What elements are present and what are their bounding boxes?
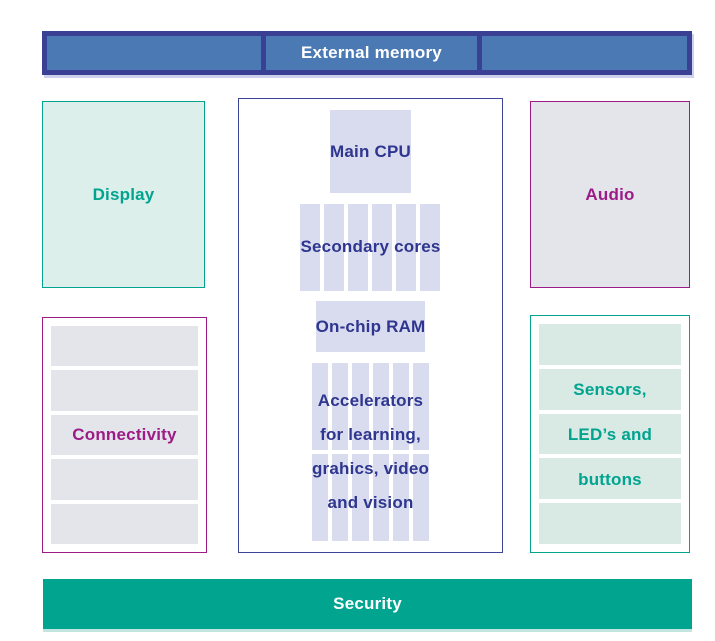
accelerators-cells <box>311 362 430 541</box>
secondary-cores-cell <box>324 203 345 291</box>
audio-box: Audio <box>530 101 690 288</box>
accelerators-cell <box>372 362 389 450</box>
connectivity-row <box>51 370 198 411</box>
external-memory-segment-right <box>482 36 687 70</box>
connectivity-label: Connectivity <box>72 425 177 444</box>
accelerators-label: Accelerators for learning, grahics, vide… <box>312 384 429 520</box>
accelerators-cell <box>392 453 409 541</box>
sensors-row <box>539 413 681 455</box>
sensors-rows <box>539 324 681 544</box>
accelerators-label-line-2: for learning, <box>320 424 421 444</box>
external-memory-segment-center: External memory <box>266 36 477 70</box>
on-chip-ram-block: On-chip RAM <box>315 301 426 353</box>
sensors-label: Sensors, LED’s and buttons <box>568 367 652 502</box>
accelerators-label-line-3: grahics, video <box>311 458 430 478</box>
on-chip-ram-label: On-chip RAM <box>315 316 426 336</box>
accelerators-label-line-4: and vision <box>327 492 414 512</box>
secondary-cores-cell <box>348 203 369 291</box>
secondary-cores-cells <box>300 203 441 291</box>
secondary-cores-cell <box>396 203 417 291</box>
secondary-cores-cell <box>372 203 393 291</box>
display-label: Display <box>92 184 155 204</box>
accelerators-cell <box>392 362 409 450</box>
connectivity-rows <box>51 326 198 545</box>
secondary-cores-cell <box>420 203 441 291</box>
accelerators-cell <box>311 453 329 541</box>
accelerators-cell <box>311 362 329 450</box>
secondary-cores-label: Secondary cores <box>300 237 441 257</box>
connectivity-row <box>51 459 198 500</box>
accelerators-cell <box>412 453 430 541</box>
accelerators-cell <box>332 362 349 450</box>
accelerators-label-line-1: Accelerators <box>317 390 424 410</box>
sensors-label-line-3: buttons <box>578 469 642 489</box>
sensors-label-line-2: LED’s and <box>567 424 653 444</box>
sensors-row <box>539 368 681 410</box>
secondary-cores-cell <box>300 203 321 291</box>
accelerators-cell <box>352 453 369 541</box>
secondary-cores-block: Secondary cores <box>300 203 441 291</box>
security-bar: Security <box>43 579 692 629</box>
sensors-row <box>539 458 681 500</box>
accelerators-block: Accelerators for learning, grahics, vide… <box>311 362 430 541</box>
connectivity-row <box>51 326 198 367</box>
accelerators-cell <box>332 453 349 541</box>
audio-label: Audio <box>585 184 635 204</box>
display-box: Display <box>42 101 205 288</box>
main-cpu-block: Main CPU <box>330 110 411 193</box>
accelerators-cell <box>352 362 369 450</box>
soc-chip-box: Main CPU Secondary cores On-chip RAM Acc… <box>238 98 503 553</box>
external-memory-label: External memory <box>301 43 442 62</box>
connectivity-box: Connectivity <box>42 317 207 553</box>
main-cpu-label: Main CPU <box>330 141 411 161</box>
security-label: Security <box>333 594 402 613</box>
external-memory-segment-left <box>47 36 261 70</box>
sensors-row <box>539 324 681 365</box>
external-memory-bar: External memory <box>42 31 692 75</box>
connectivity-row <box>51 414 198 456</box>
accelerators-cell <box>412 362 430 450</box>
sensors-box: Sensors, LED’s and buttons <box>530 315 690 553</box>
sensors-row <box>539 503 681 544</box>
accelerators-cell <box>372 453 389 541</box>
sensors-label-line-1: Sensors, <box>573 379 647 399</box>
connectivity-row <box>51 503 198 545</box>
